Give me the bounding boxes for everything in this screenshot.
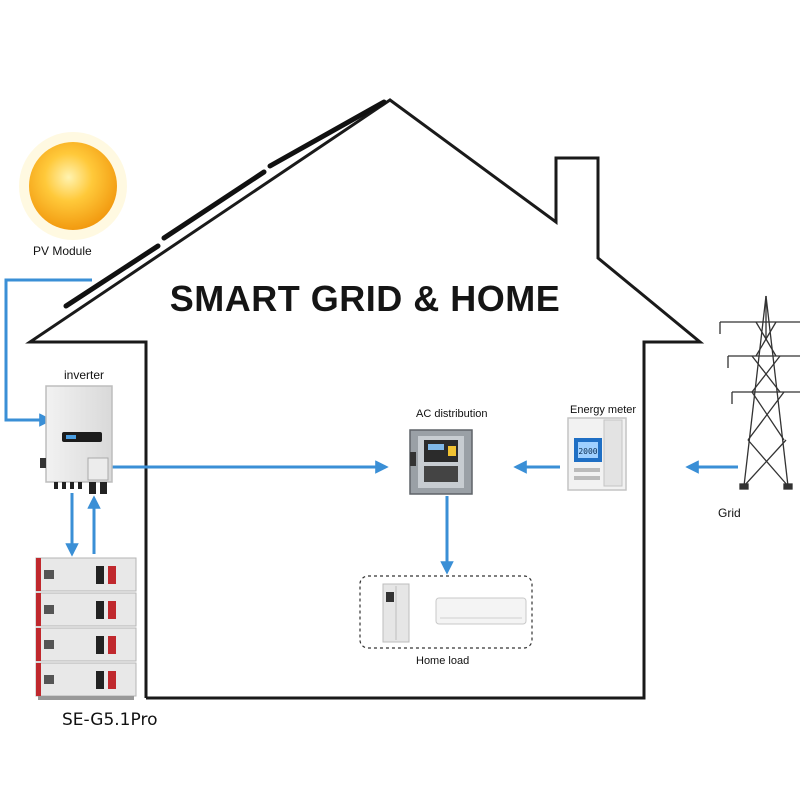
battery-module xyxy=(35,627,137,662)
solar-panels xyxy=(63,99,387,309)
refrigerator-icon xyxy=(382,583,410,643)
pv-to-inverter-line xyxy=(4,278,92,427)
inverter-icon xyxy=(40,385,113,494)
grid-label: Grid xyxy=(718,506,741,520)
sun-icon xyxy=(19,132,127,240)
home-load-group xyxy=(359,575,533,649)
home-load-label: Home load xyxy=(416,655,470,667)
house-outline xyxy=(25,98,705,700)
ac-distribution-box-icon xyxy=(409,429,473,495)
battery-module xyxy=(35,557,137,592)
page-title: SMART GRID & HOME xyxy=(169,278,561,319)
energy-meter-icon: 2000 xyxy=(567,417,627,491)
meter-display: 2000 xyxy=(578,447,597,456)
battery-module xyxy=(35,662,137,697)
inverter-label: inverter xyxy=(64,368,105,382)
pv-module-label: PV Module xyxy=(33,244,92,258)
transmission-tower-icon xyxy=(719,295,800,490)
air-conditioner-icon xyxy=(435,597,527,625)
battery-module xyxy=(35,592,137,627)
battery-stack-icon xyxy=(35,557,137,700)
ac-distribution-label: AC distribution xyxy=(416,408,488,420)
battery-model-label: SE-G5.1Pro xyxy=(62,710,158,730)
flow-lines xyxy=(4,278,738,575)
energy-meter-label: Energy meter xyxy=(570,404,637,416)
